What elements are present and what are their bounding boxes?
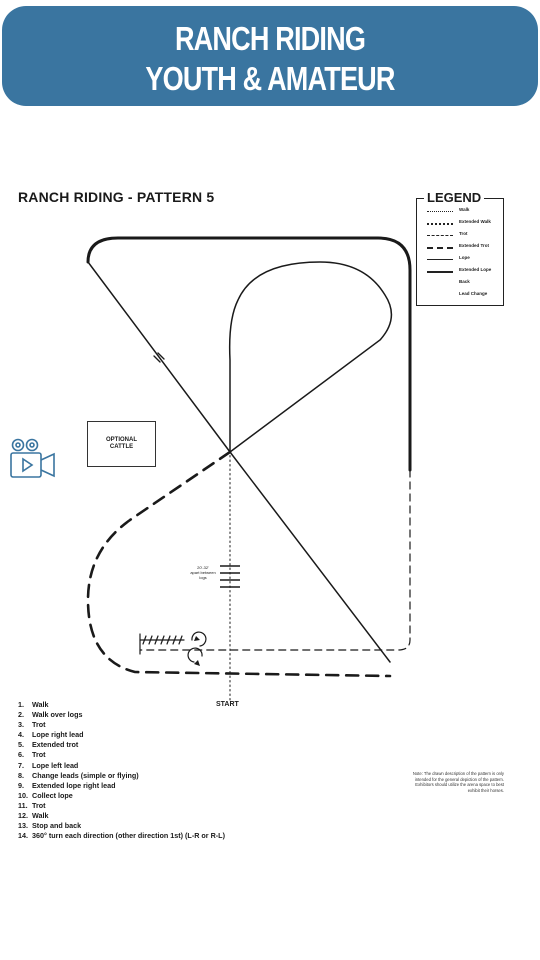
step-text: Lope right lead [32,730,84,740]
log-distance-text: 20'-32' apart between logs [190,565,216,580]
step-number: 4. [18,730,24,740]
pattern-steps-list: 1. Walk 2. Walk over logs 3. Trot 4. Lope ri… [18,700,225,841]
step-text: 360° turn each direction (other directio… [32,831,225,841]
start-label: START [216,701,239,708]
extended-trot-path [86,450,392,678]
arrow-icon [194,636,200,641]
step-item: 3. Trot [18,720,225,730]
extended-walk-swatch [427,223,453,225]
legend-row-lead-change: Lead Change [427,291,499,301]
lead-change-mark [153,352,165,363]
step-item: 8. Change leads (simple or flying) [18,771,225,781]
step-number: 5. [18,740,24,750]
step-item: 5. Extended trot [18,740,225,750]
legend-row-extended-walk: Extended Walk [427,219,499,229]
step-number: 8. [18,770,24,780]
step-number: 12. [18,811,28,821]
extended-trot-swatch [427,247,453,249]
step-number: 10. [18,790,28,800]
step-text: Stop and back [32,821,82,831]
step-item: 13. Stop and back [18,821,225,831]
legend-box: Walk Extended Walk Trot Extended Trot Lo… [416,198,504,306]
walk-swatch [427,211,453,212]
step-text: Extended lope right lead [32,780,116,790]
extended-lope-swatch [427,271,453,273]
step-text: Extended trot [32,740,79,750]
step-number: 11. [18,800,28,810]
legend-row-lope: Lope [427,255,499,265]
step-text: Change leads (simple or flying) [32,770,139,780]
step-item: 4. Lope right lead [18,730,225,740]
trot-path [139,469,411,651]
header-banner: RANCH RIDING YOUTH & AMATEUR [2,6,538,106]
legend-label: Walk [459,207,470,212]
step-item: 9. Extended lope right lead [18,781,225,791]
step-number: 14. [18,831,28,841]
step-text: Walk [32,811,49,821]
legend-label: Lope [459,255,470,260]
extended-lope-path [86,236,412,472]
step-number: 6. [18,750,24,760]
step-number: 1. [18,700,24,709]
legend-row-walk: Walk [427,207,499,217]
legend-row-extended-lope: Extended Lope [427,267,499,277]
optional-cattle-box: OPTIONAL CATTLE [87,421,156,467]
banner-subtitle: YOUTH & AMATEUR [145,60,395,97]
step-text: Walk [32,700,49,709]
step-text: Collect lope [32,790,73,800]
step-number: 3. [18,720,24,730]
step-item: 10. Collect lope [18,791,225,801]
legend-title: LEGEND [424,190,485,205]
video-camera-icon[interactable] [10,438,56,480]
step-item: 2. Walk over logs [18,710,225,720]
pattern-title: RANCH RIDING - PATTERN 5 [18,189,215,205]
legend-row-trot: Trot [427,231,499,241]
step-number: 13. [18,821,28,831]
lope-swatch [427,259,453,260]
legend-label: Extended Trot [459,243,490,248]
step-number: 9. [18,780,24,790]
step-item: 7. Lope left lead [18,761,225,771]
step-text: Lope left lead [32,760,79,770]
step-item: 12. Walk [18,811,225,821]
step-text: Trot [32,720,46,730]
legend-label: Extended Walk [459,219,491,224]
log-distance-note: 20'-32' apart between logs [183,565,223,580]
banner-title: RANCH RIDING [174,20,366,57]
arrow-icon [194,660,200,666]
trot-swatch [427,235,453,236]
optional-cattle-label: OPTIONAL CATTLE [106,437,137,450]
turn-circle-right [187,647,203,663]
logs-group [220,565,240,588]
step-item: 6. Trot [18,750,225,760]
step-item: 14. 360° turn each direction (other direc… [18,831,225,841]
step-item: 11. Trot [18,801,225,811]
legend-row-extended-trot: Extended Trot [427,243,499,253]
step-text: Trot [32,800,46,810]
legend-label: Back [459,279,470,284]
pattern-note: Note: The drawn description of the patte… [412,771,504,793]
legend-label: Extended Lope [459,267,492,272]
legend-label: Trot [459,231,468,236]
legend-row-back: Back [427,279,499,289]
step-item: 1. Walk [18,700,225,710]
step-text: Walk over logs [32,710,83,720]
turn-circle-left [191,631,207,647]
back-mark [139,635,185,645]
lope-teardrop-path [228,261,393,453]
step-number: 7. [18,760,24,770]
step-text: Trot [32,750,46,760]
legend-label: Lead Change [459,291,488,296]
step-number: 2. [18,710,24,720]
